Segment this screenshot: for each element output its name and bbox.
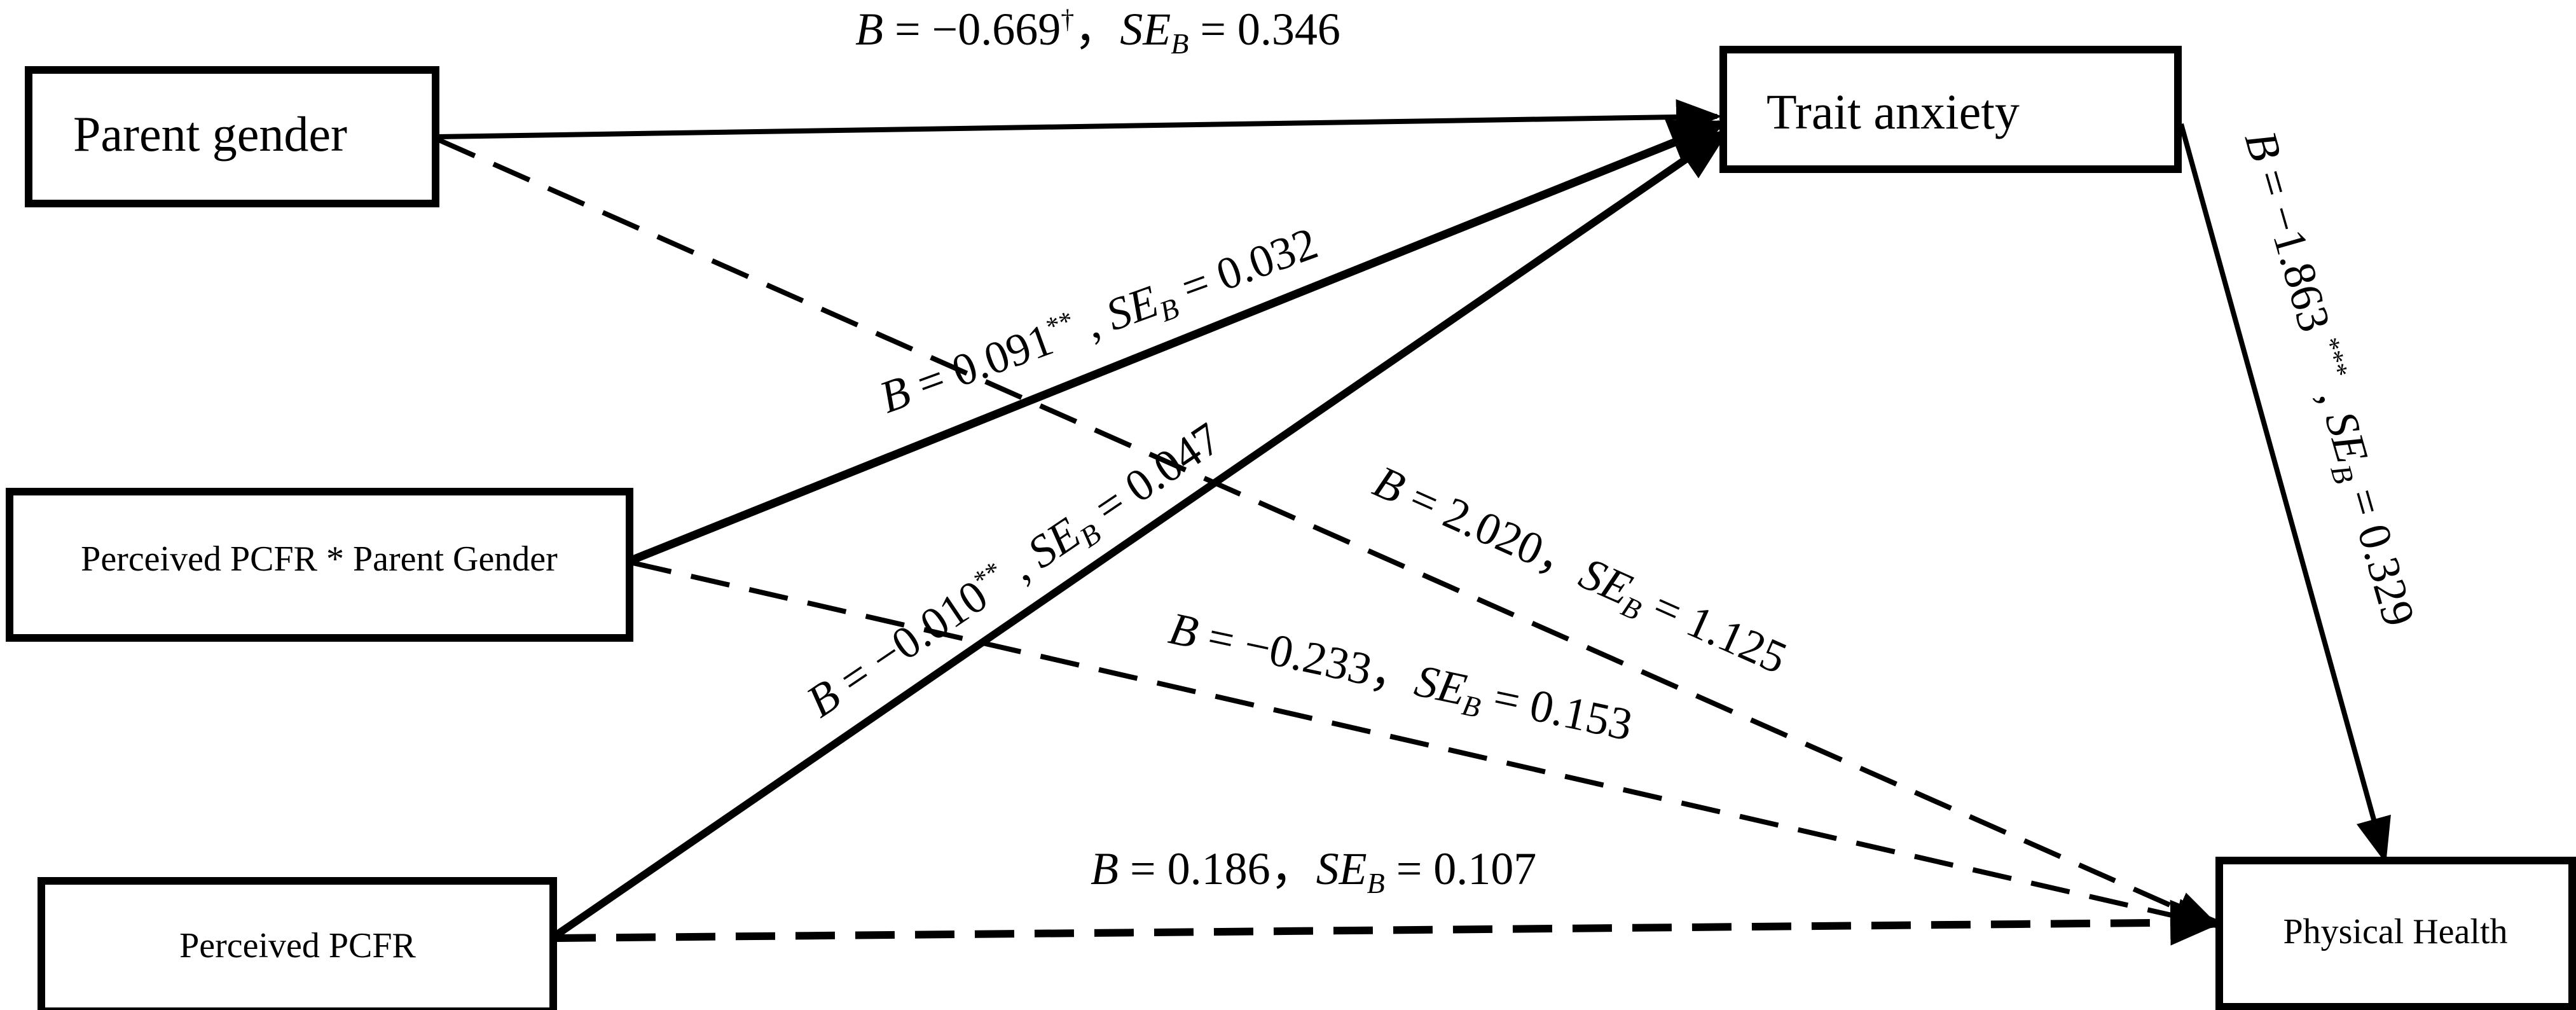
se-symbol: SE: [1410, 655, 1471, 716]
se-value: = 0.153: [1478, 669, 1637, 751]
label-interaction-to-anxiety: B = 0.091** , SEB = 0.032: [873, 218, 1326, 428]
label-interaction-to-health: B = −0.233，SEB = 0.153: [1164, 602, 1637, 755]
node-parent-gender: Parent gender: [25, 66, 439, 207]
node-box: [2215, 857, 2576, 1010]
node-box: [25, 66, 439, 207]
edge-interaction-to-health: [632, 560, 2221, 934]
separator: ，: [1271, 843, 1316, 894]
b-value: = −1.863: [2243, 153, 2344, 349]
label-gender-to-health: B = 2.020，SEB = 1.125: [1364, 456, 1794, 689]
edges: [437, 99, 2391, 946]
edge-pcfr-to-anxiety: [554, 129, 1730, 938]
b-value: = 2.020: [1392, 467, 1552, 575]
node-label: Perceived PCFR * Parent Gender: [81, 539, 558, 579]
node-pcfr: Perceived PCFR: [38, 877, 557, 1010]
label-anxiety-to-health: B = −1.863 *** , SEB = 0.329: [2230, 125, 2425, 633]
node-box: [1719, 46, 2182, 173]
se-value: = 0.346: [1188, 4, 1340, 55]
se-value: = 0.329: [2334, 472, 2425, 632]
node-label: Parent gender: [73, 106, 347, 162]
edge-anxiety-to-health: [2179, 123, 2391, 864]
node-label: Physical Health: [2283, 912, 2507, 951]
edge-interaction-to-anxiety: [631, 119, 1728, 564]
separator: ，: [1074, 4, 1120, 55]
b-symbol: B: [855, 4, 883, 55]
separator: ，: [1366, 646, 1421, 705]
b-value: = −0.669: [883, 4, 1061, 55]
significance-marker: †: [1061, 5, 1074, 34]
edge-pcfr-to-health: [556, 899, 2224, 946]
se-value: = 0.032: [1164, 218, 1324, 317]
se-symbol: SE: [1316, 843, 1367, 894]
node-physical-health: Physical Health: [2215, 857, 2576, 1010]
node-label: Perceived PCFR: [179, 926, 416, 965]
b-value: = 0.186: [1119, 843, 1271, 894]
node-label: Trait anxiety: [1767, 84, 2020, 139]
label-gender-to-anxiety: B = −0.669†，SEB = 0.346: [855, 4, 1340, 60]
label-pcfr-to-health: B = 0.186，SEB = 0.107: [1091, 843, 1536, 899]
se-symbol: SE: [1120, 4, 1171, 55]
node-interaction: Perceived PCFR * Parent Gender: [6, 488, 633, 642]
edge-gender-to-anxiety: [438, 99, 1722, 139]
se-subscript: B: [1171, 27, 1188, 60]
edge-gender-to-health: [437, 137, 2221, 928]
b-value: = −0.233: [1192, 609, 1377, 695]
node-trait-anxiety: Trait anxiety: [1719, 46, 2182, 173]
se-subscript: B: [1367, 867, 1385, 899]
b-symbol: B: [1091, 843, 1119, 894]
node-box: [6, 488, 633, 642]
se-value: = 0.107: [1385, 843, 1537, 894]
se-value: = 1.125: [1635, 576, 1794, 684]
node-box: [38, 877, 557, 1010]
